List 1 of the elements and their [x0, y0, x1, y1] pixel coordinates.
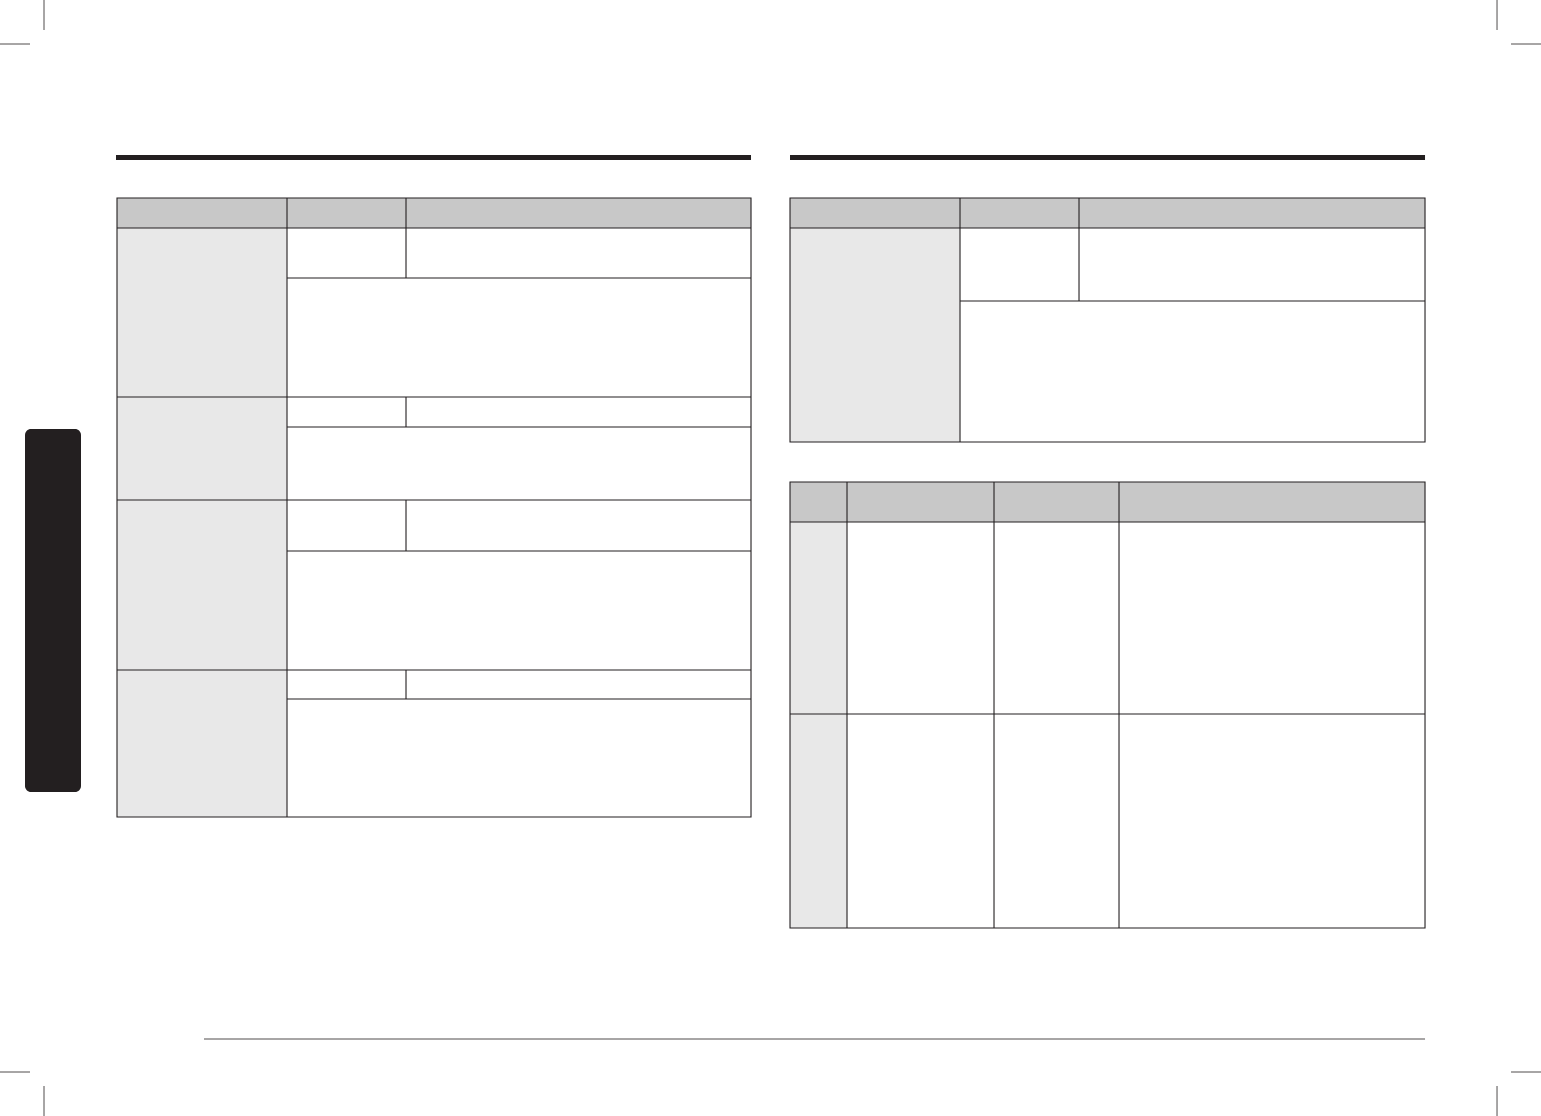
- side-tab: [25, 429, 81, 792]
